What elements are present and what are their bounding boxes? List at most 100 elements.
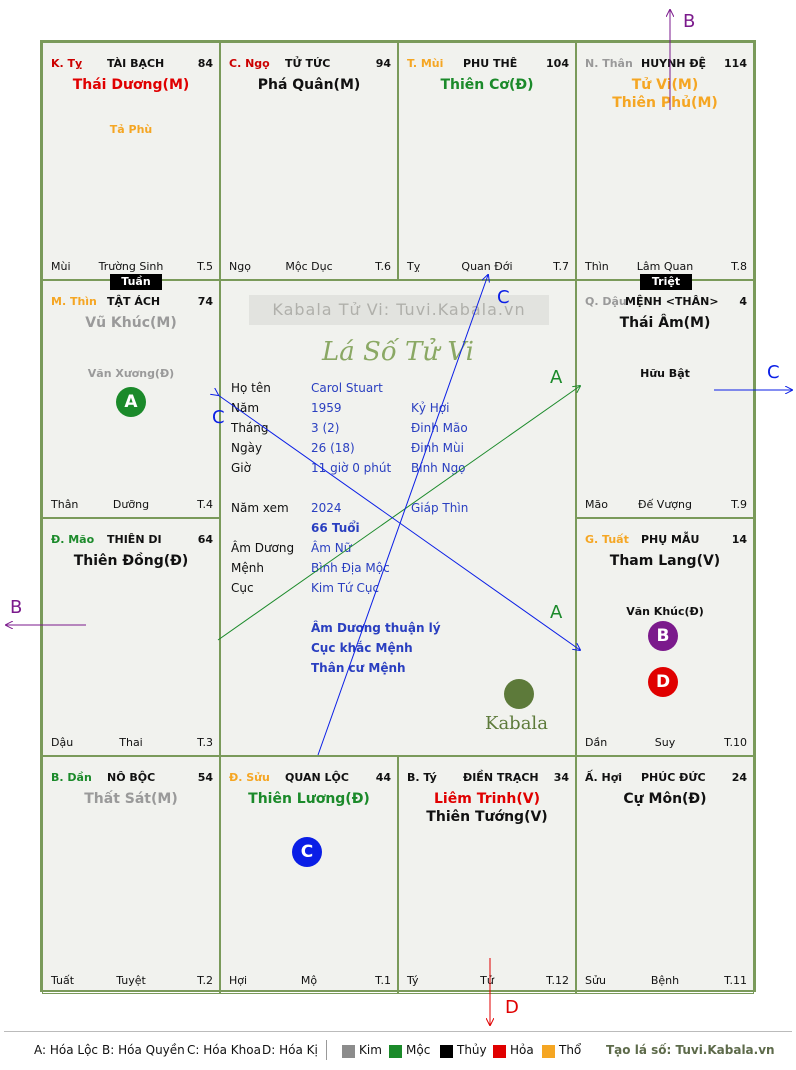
note-3: Thân cư Mệnh bbox=[311, 661, 406, 675]
arrow-label-d-bottom: D bbox=[505, 997, 519, 1018]
value-tuoi: 66 Tuổi bbox=[311, 521, 360, 535]
hoa-khoa-badge: C bbox=[292, 837, 322, 867]
palace-branch: B. Tý bbox=[407, 771, 437, 784]
legend-separator bbox=[326, 1040, 327, 1060]
value-thang: 3 (2) bbox=[311, 421, 340, 435]
palace-bottom-left: Dậu bbox=[51, 736, 74, 749]
hoa-ki-badge: D bbox=[648, 667, 678, 697]
palace-branch: G. Tuất bbox=[585, 533, 629, 546]
palace-bottom-left: Sửu bbox=[585, 974, 606, 987]
palace-name: THIÊN DI bbox=[107, 533, 162, 546]
major-star: Thất Sát(M) bbox=[84, 791, 178, 807]
palace-branch: Q. Dậu bbox=[585, 295, 627, 308]
value-gio-can-chi: Bính Ngọ bbox=[411, 461, 466, 475]
legend-divider bbox=[4, 1031, 792, 1032]
major-star: Thiên Tướng(V) bbox=[426, 809, 548, 825]
value-ngay: 26 (18) bbox=[311, 441, 355, 455]
swatch-hoa bbox=[493, 1045, 506, 1058]
arrow-label-a1: A bbox=[550, 367, 563, 388]
value-menh: Bình Địa Mộc bbox=[311, 561, 390, 575]
value-ngay-can-chi: Đinh Mùi bbox=[411, 441, 464, 455]
palace-branch: N. Thân bbox=[585, 57, 633, 70]
palace-branch: B. Dần bbox=[51, 771, 92, 784]
palace-bottom-left: Mão bbox=[585, 498, 608, 511]
legend-hoa-loc: A: Hóa Lộc bbox=[34, 1043, 99, 1057]
value-hoten: Carol Stuart bbox=[311, 381, 383, 395]
label-namxem: Năm xem bbox=[231, 501, 289, 515]
palace-bottom-center: Quan Đới bbox=[461, 260, 513, 273]
palace-bottom-right: T.6 bbox=[375, 260, 391, 273]
palace-number: 74 bbox=[197, 295, 213, 308]
palace-name: TÀI BẠCH bbox=[107, 57, 165, 70]
palace-name: PHỤ MẪU bbox=[641, 533, 700, 546]
center-info-panel: Kabala Tử Vi: Tuvi.Kabala.vn Lá Số Tử Vi… bbox=[220, 280, 576, 756]
palace-branch: Ấ. Hợi bbox=[585, 771, 623, 784]
triet-tag: Triệt bbox=[640, 274, 692, 290]
swatch-kim bbox=[342, 1045, 355, 1058]
palace-bottom-left: Tý bbox=[407, 974, 419, 987]
minor-star: Hữu Bật bbox=[640, 367, 690, 380]
palace-bottom-center: Suy bbox=[654, 736, 676, 749]
palace-bottom-right: T.12 bbox=[546, 974, 569, 987]
major-star: Thiên Phủ(M) bbox=[612, 95, 718, 111]
palace-bottom-right: T.2 bbox=[197, 974, 213, 987]
hoa-quyen-badge: B bbox=[648, 621, 678, 651]
chart-title: Lá Số Tử Vi bbox=[321, 337, 474, 367]
palace-number: 94 bbox=[375, 57, 391, 70]
label-hoten: Họ tên bbox=[231, 381, 271, 395]
palace-bottom-right: T.10 bbox=[724, 736, 747, 749]
major-star: Thiên Đồng(Đ) bbox=[73, 553, 189, 569]
palace-number: 4 bbox=[739, 295, 747, 308]
palace-name: ĐIỀN TRẠCH bbox=[463, 771, 539, 784]
label-ngay: Ngày bbox=[231, 441, 263, 455]
minor-star: Tả Phù bbox=[109, 123, 153, 136]
palace-bottom-right: T.5 bbox=[197, 260, 213, 273]
value-nam-can-chi: Kỷ Hợi bbox=[411, 401, 450, 415]
palace-number: 24 bbox=[731, 771, 747, 784]
palace-bottom-right: T.4 bbox=[197, 498, 213, 511]
label-thang: Tháng bbox=[231, 421, 269, 435]
palace-bottom-left: Tỵ bbox=[407, 260, 421, 273]
palace-bottom-right: T.11 bbox=[724, 974, 747, 987]
major-star: Thiên Cơ(Đ) bbox=[440, 77, 534, 93]
palace-bottom-left: Ngọ bbox=[229, 260, 251, 273]
arrow-label-c1: C bbox=[212, 407, 225, 428]
palace-branch: Đ. Sửu bbox=[229, 771, 270, 784]
swatch-tho bbox=[542, 1045, 555, 1058]
major-star: Vũ Khúc(M) bbox=[85, 315, 177, 331]
palace-bottom-right: T.8 bbox=[731, 260, 747, 273]
legend-moc: Mộc bbox=[406, 1043, 431, 1057]
major-star: Cự Môn(Đ) bbox=[623, 791, 707, 807]
value-cuc: Kim Tứ Cục bbox=[311, 581, 380, 595]
palace-name: PHU THÊ bbox=[463, 57, 518, 70]
palace-branch: Đ. Mão bbox=[51, 533, 95, 546]
hoa-loc-badge: A bbox=[116, 387, 146, 417]
note-2: Cục khắc Mệnh bbox=[311, 641, 413, 655]
palace-bottom-center: Dưỡng bbox=[112, 498, 150, 511]
palace-bottom-center: Bệnh bbox=[650, 974, 680, 987]
palace-bottom-left: Thân bbox=[51, 498, 79, 511]
swatch-thuy bbox=[440, 1045, 453, 1058]
value-amduong: Âm Nữ bbox=[311, 541, 352, 555]
site-link[interactable]: Tạo lá số: Tuvi.Kabala.vn bbox=[606, 1043, 775, 1057]
palace-name: MỆNH <THÂN> bbox=[625, 295, 719, 308]
legend-hoa-ki: D: Hóa Kị bbox=[262, 1043, 318, 1057]
legend-hoa-khoa: C: Hóa Khoa bbox=[187, 1043, 261, 1057]
legend-hoa-quyen: B: Hóa Quyền bbox=[102, 1043, 185, 1057]
palace-branch: T. Mùi bbox=[407, 57, 444, 70]
palace-bottom-left: Hợi bbox=[229, 974, 248, 987]
major-star: Thiên Lương(Đ) bbox=[248, 791, 370, 807]
